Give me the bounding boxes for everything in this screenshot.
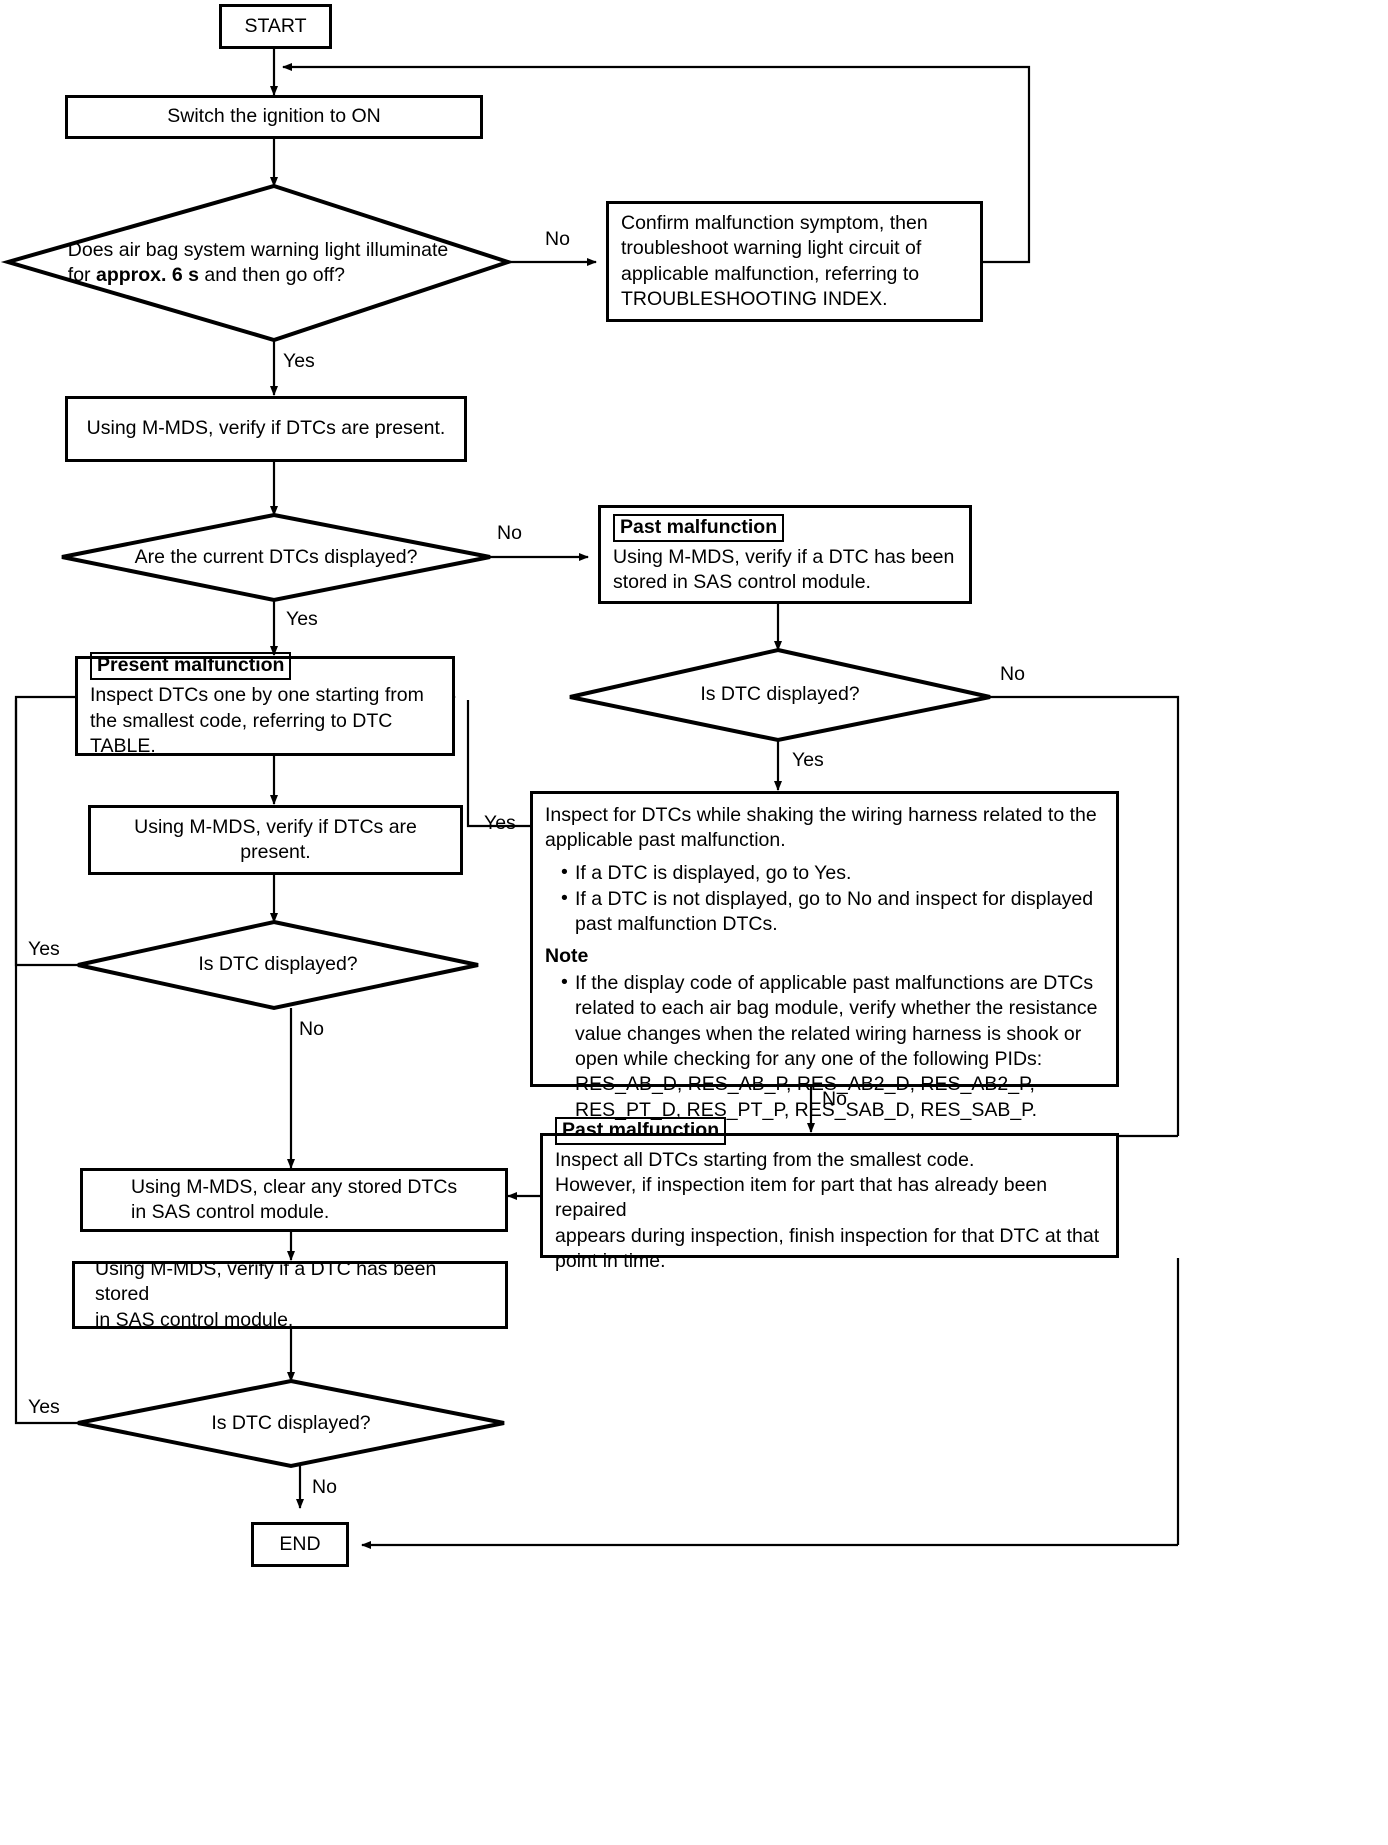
node-end: END <box>251 1522 349 1567</box>
edge-label-shake-yes: Yes <box>484 812 516 834</box>
shake-bullet-0: If a DTC is displayed, go to Yes. <box>561 860 1104 886</box>
shake-note-list: If the display code of applicable past m… <box>545 970 1104 1123</box>
verify-dtcs-label: Using M-MDS, verify if DTCs are present. <box>86 417 446 440</box>
pm-line1: Inspect DTCs one by one starting from <box>90 684 424 707</box>
end-label: END <box>279 1533 321 1555</box>
node-verify-dtcs-present-2: Using M-MDS, verify if DTCs are present. <box>88 805 463 875</box>
shake-line1: Inspect for DTCs while shaking the wirin… <box>545 804 1097 826</box>
node-verify-stored-dtc: Using M-MDS, verify if a DTC has been st… <box>72 1258 508 1331</box>
shake-note-bullet-0: If the display code of applicable past m… <box>561 970 1104 1123</box>
edge-label-shake-no: No <box>822 1088 847 1110</box>
verify-stored-line2: in SAS control module. <box>95 1308 294 1331</box>
node-past-malfunction-1: Past malfunction Using M-MDS, verify if … <box>598 505 972 604</box>
pm2-line2: However, if inspection item for part tha… <box>555 1173 1048 1222</box>
warning-q-bold: approx. 6 s <box>95 264 199 286</box>
node-shake-harness: Inspect for DTCs while shaking the wirin… <box>530 791 1119 1121</box>
past-malfunction-2-tag: Past malfunction <box>555 1116 727 1145</box>
confirm-line1: Confirm malfunction symptom, then <box>621 211 928 234</box>
edge-label-warning-no: No <box>545 228 570 250</box>
verify-dtcs-2-label: Using M-MDS, verify if DTCs are present. <box>134 815 417 863</box>
edge-label-dtc3-yes: Yes <box>28 1396 60 1418</box>
node-confirm-symptom: Confirm malfunction symptom, then troubl… <box>606 201 983 322</box>
is-dtc-1-label: Is DTC displayed? <box>700 683 860 706</box>
shake-line2: applicable past malfunction. <box>545 829 786 852</box>
confirm-line3: applicable malfunction, referring to <box>621 262 920 285</box>
shake-bullet-1: If a DTC is not displayed, go to No and … <box>561 886 1104 938</box>
edge-label-dtc2-no: No <box>299 1018 324 1040</box>
switch-ignition-label: Switch the ignition to ON <box>167 105 381 128</box>
edge-label-current-no: No <box>497 522 522 544</box>
clear-line1: Using M-MDS, clear any stored DTCs <box>131 1175 458 1198</box>
node-switch-ignition: Switch the ignition to ON <box>65 95 483 139</box>
edge-label-dtc1-yes: Yes <box>792 749 824 771</box>
node-verify-dtcs-present: Using M-MDS, verify if DTCs are present. <box>65 396 467 462</box>
edge-label-dtc3-no: No <box>312 1476 337 1498</box>
edge-dtc3-yes <box>14 700 78 1425</box>
edge-label-current-yes: Yes <box>286 608 318 630</box>
shake-bullet-list: If a DTC is displayed, go to Yes. If a D… <box>545 860 1104 938</box>
verify-stored-line1: Using M-MDS, verify if a DTC has been st… <box>95 1257 437 1306</box>
edge-shake-yes <box>466 700 530 828</box>
node-current-dtcs-question: Are the current DTCs displayed? <box>62 515 490 600</box>
node-warning-light-question: Does air bag system warning light illumi… <box>8 186 508 340</box>
warning-q-line2-post: and then go off? <box>198 264 345 286</box>
node-is-dtc-displayed-2: Is DTC displayed? <box>78 922 478 1008</box>
pm2-line4: point in time. <box>555 1250 666 1273</box>
present-malfunction-tag: Present malfunction <box>90 652 292 681</box>
pm2-line1: Inspect all DTCs starting from the small… <box>555 1148 975 1171</box>
pm2-line3: appears during inspection, finish inspec… <box>555 1224 1100 1247</box>
edge-label-dtc2-yes: Yes <box>28 938 60 960</box>
pm1-line1: Using M-MDS, verify if a DTC has been <box>613 545 955 568</box>
pm-line2: the smallest code, referring to DTC TABL… <box>90 709 393 758</box>
node-is-dtc-displayed-3: Is DTC displayed? <box>78 1381 504 1467</box>
warning-q-line2-pre: for <box>67 264 96 286</box>
confirm-line4: TROUBLESHOOTING INDEX. <box>621 287 888 310</box>
shake-note-heading: Note <box>545 944 589 967</box>
is-dtc-3-label: Is DTC displayed? <box>211 1412 371 1435</box>
past-malfunction-1-tag: Past malfunction <box>613 513 785 542</box>
node-past-malfunction-2: Past malfunction Inspect all DTCs starti… <box>540 1116 1119 1272</box>
clear-line2: in SAS control module. <box>131 1201 330 1223</box>
current-dtcs-label: Are the current DTCs displayed? <box>134 545 418 568</box>
node-present-malfunction: Present malfunction Inspect DTCs one by … <box>75 652 455 757</box>
edge-label-dtc1-no: No <box>1000 663 1025 685</box>
edge-label-warning-yes: Yes <box>283 350 315 372</box>
node-is-dtc-displayed-1: Is DTC displayed? <box>570 650 990 740</box>
node-clear-stored-dtcs: Using M-MDS, clear any stored DTCs in SA… <box>80 1168 508 1232</box>
confirm-line2: troubleshoot warning light circuit of <box>621 237 922 260</box>
start-label: START <box>244 15 307 37</box>
warning-q-line1: Does air bag system warning light illumi… <box>67 238 449 261</box>
node-start: START <box>219 4 332 49</box>
pm1-line2: stored in SAS control module. <box>613 571 871 593</box>
is-dtc-2-label: Is DTC displayed? <box>198 953 358 976</box>
